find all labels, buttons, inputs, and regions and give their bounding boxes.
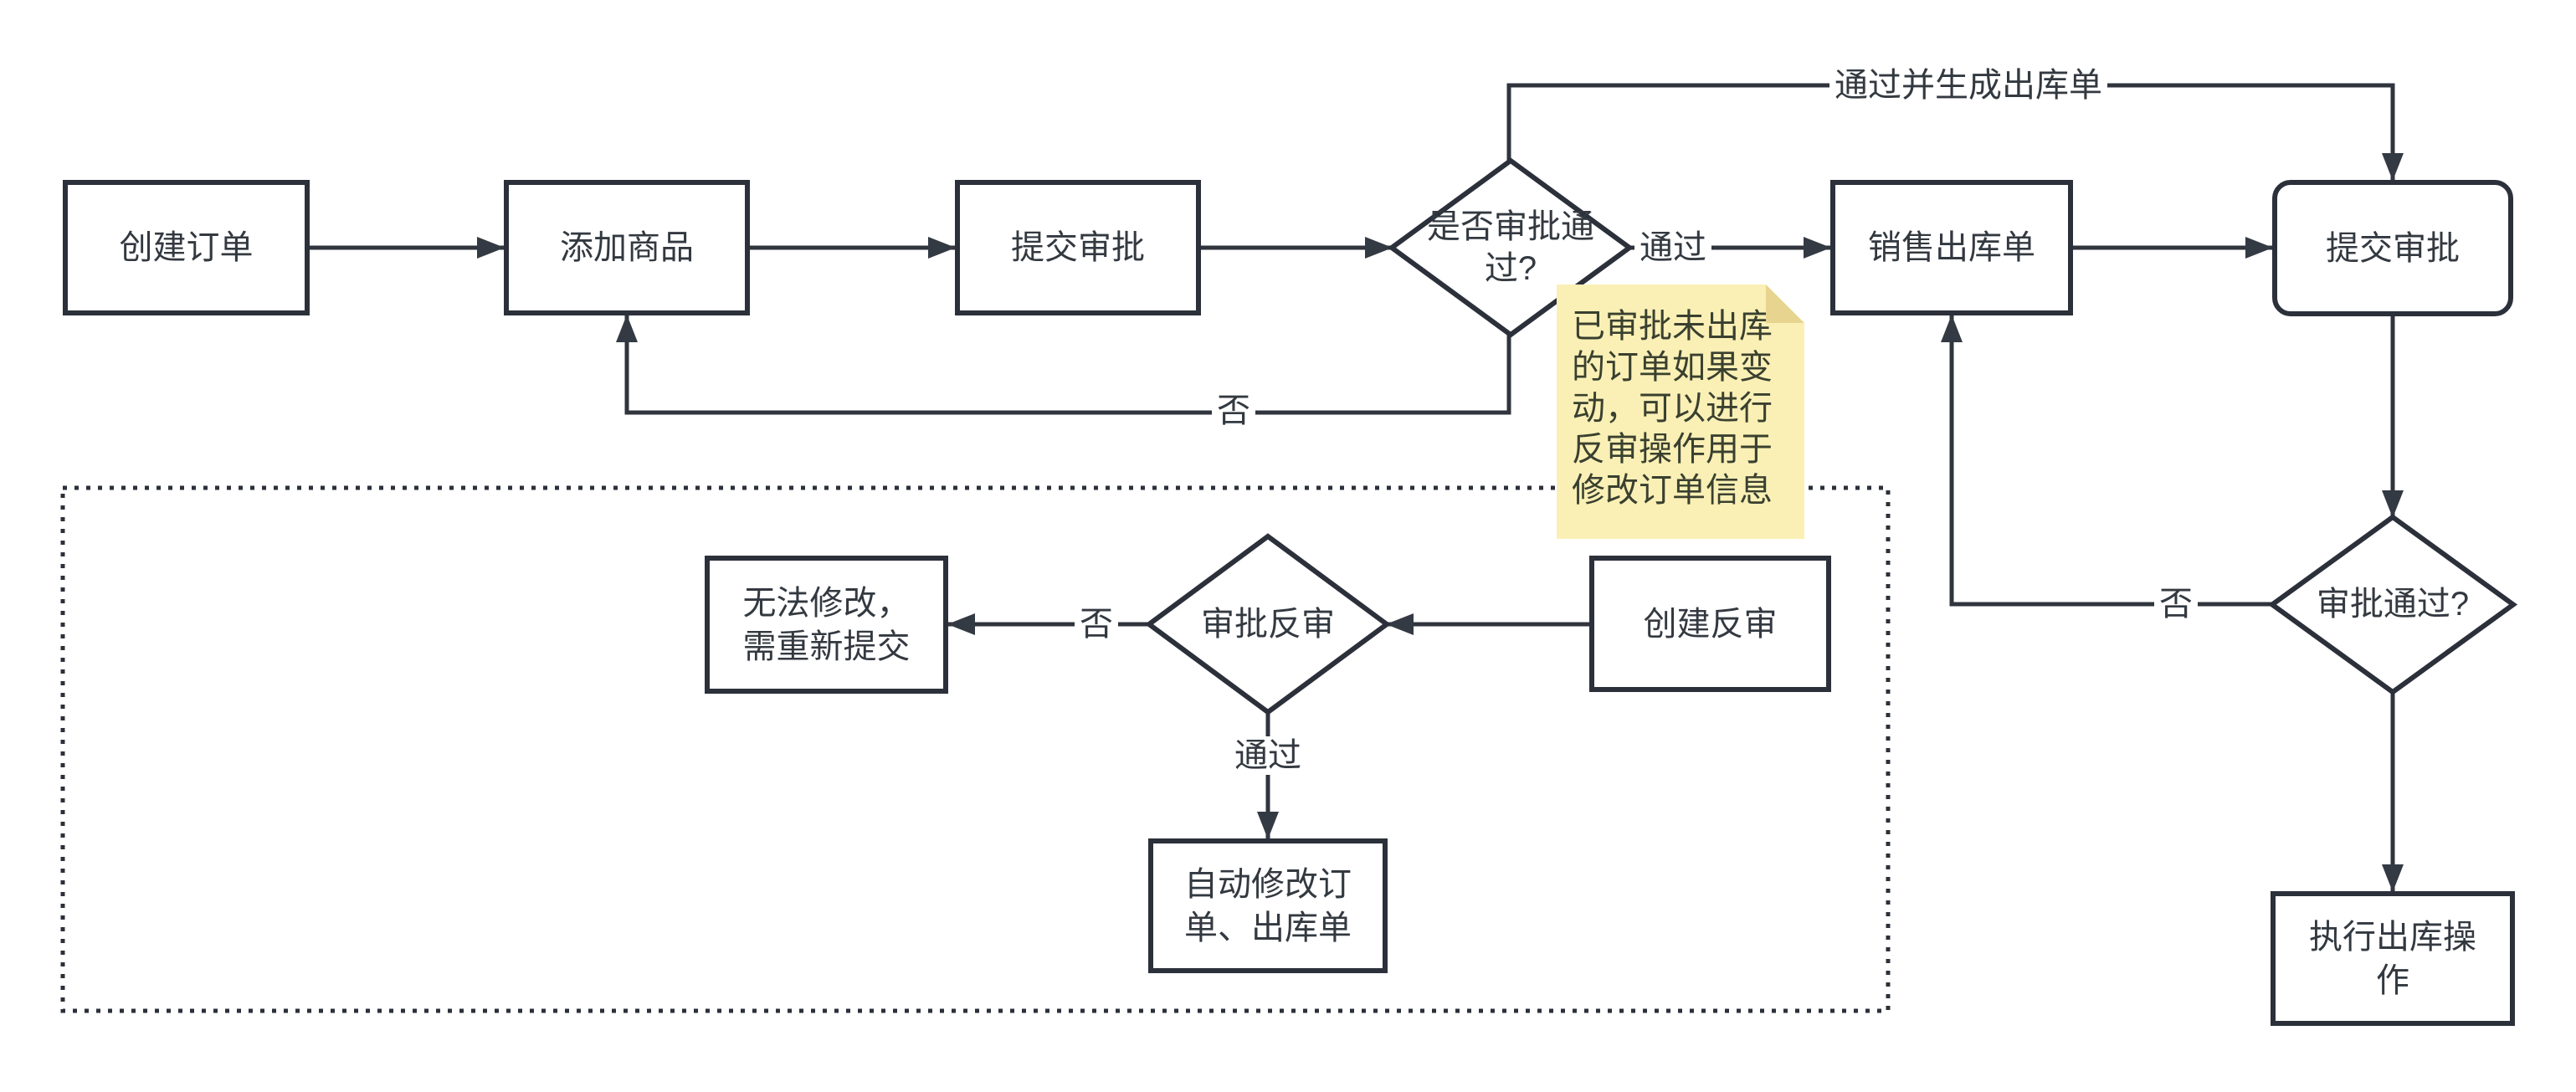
node-create-reverse-approval: 创建反审 <box>1589 556 1831 692</box>
node-create-reverse-approval-label: 创建反审 <box>1643 605 1778 643</box>
node-cannot-modify-label: 无法修改，需重新提交 <box>742 584 911 665</box>
node-submit-approval-1: 提交审批 <box>955 180 1201 315</box>
sticky-note: 已审批未出库的订单如果变动，可以进行反审操作用于修改订单信息 <box>1557 285 1804 539</box>
diamond-approval-decision-2 <box>2267 514 2518 695</box>
edge-label-pass-2: 通过 <box>1229 736 1306 775</box>
node-auto-modify-orders-label: 自动修改订单、出库单 <box>1184 865 1352 946</box>
diamond-reverse-approval-review <box>1144 533 1392 715</box>
node-submit-approval-1-label: 提交审批 <box>1011 229 1145 266</box>
edge-label-no-3: 否 <box>1075 605 1118 643</box>
edge-label-pass-1: 通过 <box>1634 228 1711 267</box>
reverse-approval-group-border <box>60 485 1891 1013</box>
edge-label-no-1: 否 <box>1212 392 1255 430</box>
diamond-reverse-approval-review-label: 审批反审 <box>1201 606 1335 643</box>
node-add-product: 添加商品 <box>504 180 750 315</box>
diamond-approval-decision-2-label: 审批通过? <box>2316 586 2470 623</box>
edge-label-pass-and-generate: 通过并生成出库单 <box>1829 66 2107 105</box>
node-auto-modify-orders: 自动修改订单、出库单 <box>1148 838 1388 973</box>
node-create-order-label: 创建订单 <box>119 229 254 266</box>
node-execute-outbound-label: 执行出库操作 <box>2309 918 2476 999</box>
sticky-note-text: 已审批未出库的订单如果变动，可以进行反审操作用于修改订单信息 <box>1572 308 1773 509</box>
node-submit-approval-2-label: 提交审批 <box>2326 229 2460 267</box>
diamond-approval-decision-1-label: 是否审批通过? <box>1427 208 1594 287</box>
edge-decision2-no-to-sales-outbound <box>1941 315 2272 607</box>
node-sales-outbound-order-label: 销售出库单 <box>1868 229 2035 266</box>
edge-decision-no-to-add-product <box>616 315 1511 415</box>
node-create-order: 创建订单 <box>63 180 310 315</box>
node-cannot-modify: 无法修改，需重新提交 <box>705 556 948 694</box>
edge-label-no-2: 否 <box>2154 585 2198 623</box>
node-execute-outbound: 执行出库操作 <box>2271 891 2515 1026</box>
node-submit-approval-2: 提交审批 <box>2272 180 2513 316</box>
node-add-product-label: 添加商品 <box>560 229 694 266</box>
node-sales-outbound-order: 销售出库单 <box>1830 180 2073 315</box>
